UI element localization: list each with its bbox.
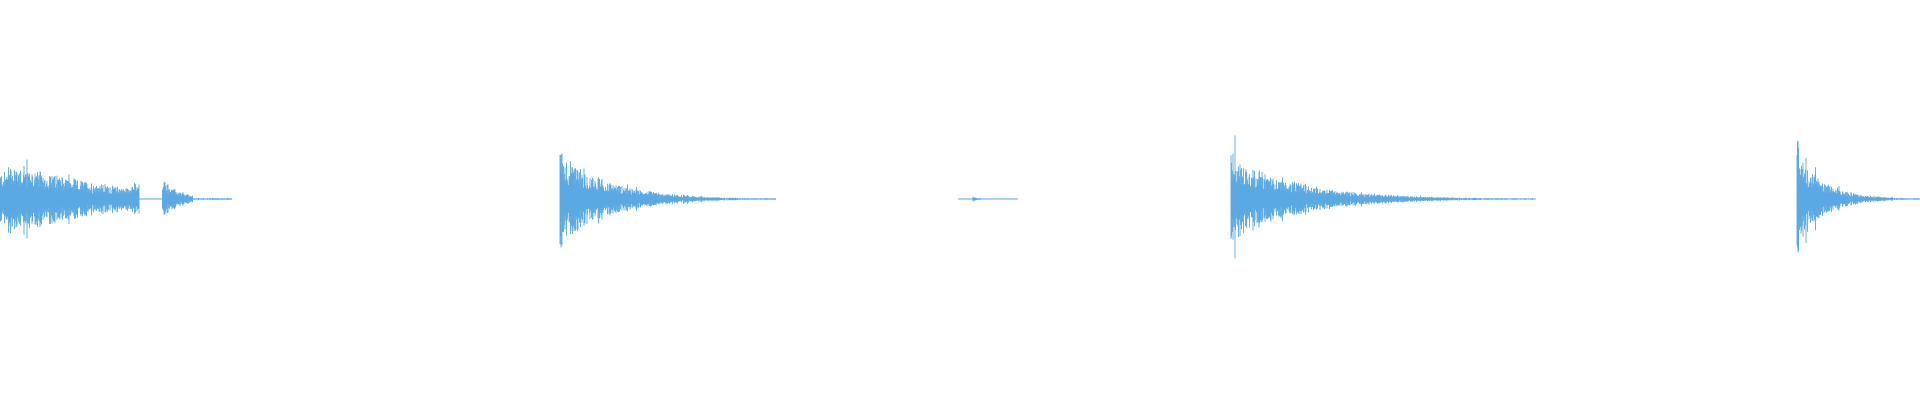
waveform-clip-5[interactable] bbox=[1796, 140, 1920, 253]
waveform-samples bbox=[972, 196, 982, 202]
waveform-samples bbox=[1230, 135, 1535, 259]
waveform-samples bbox=[1796, 140, 1920, 253]
waveform-clip-2[interactable] bbox=[559, 153, 776, 248]
waveform-clip-1[interactable] bbox=[0, 159, 232, 239]
waveform-clip-4[interactable] bbox=[1230, 135, 1536, 259]
waveform-samples bbox=[559, 153, 776, 248]
waveform-samples bbox=[0, 159, 232, 239]
waveform-clip-3[interactable] bbox=[958, 196, 1018, 202]
